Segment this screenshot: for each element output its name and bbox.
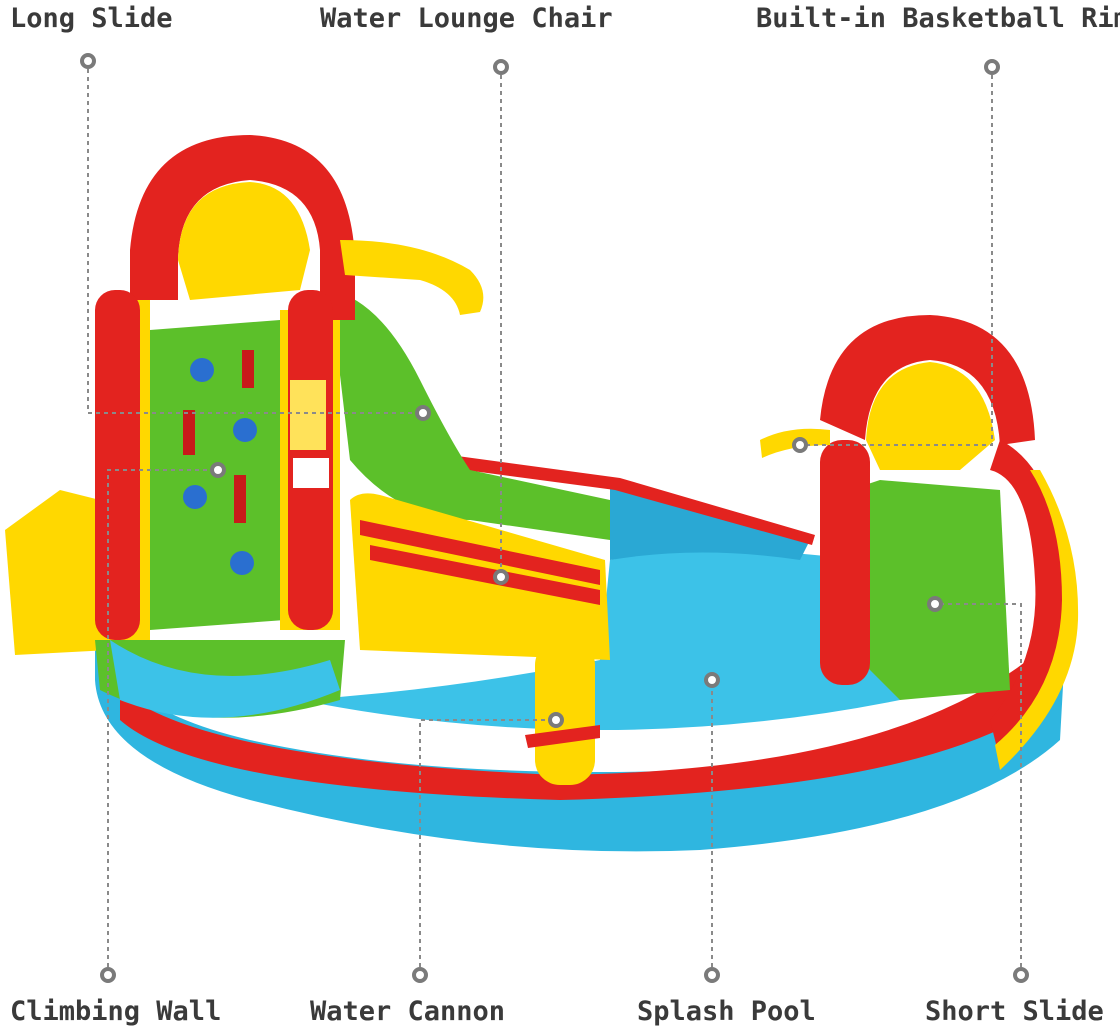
marker-dot [927,596,943,612]
leader-line-water-cannon [419,719,556,975]
marker-dot [1013,967,1029,983]
label-water-cannon: Water Cannon [310,996,506,1027]
leader-line-basketball-rim [800,67,993,446]
marker-dot [984,59,1000,75]
leader-line-short-slide [935,603,1022,975]
leader-markers [80,53,1029,983]
marker-dot [792,437,808,453]
label-climbing-wall: Climbing Wall [10,996,222,1027]
label-long-slide: Long Slide [10,3,173,34]
marker-dot [415,405,431,421]
label-water-lounge-chair: Water Lounge Chair [320,3,613,34]
label-short-slide: Short Slide [925,996,1104,1027]
splash-pool-shape [95,455,1065,852]
marker-dot [704,967,720,983]
marker-dot [704,672,720,688]
leader-line-long-slide [87,61,423,414]
leader-lines [87,61,1022,975]
marker-dot [412,967,428,983]
marker-dot [493,569,509,585]
water-lounge-chair-shape [350,493,610,660]
label-splash-pool: Splash Pool [637,996,816,1027]
right-tower-shape [760,315,1079,770]
marker-dot [493,59,509,75]
water-cannon-shape [525,640,600,785]
marker-dot [100,967,116,983]
marker-dot [80,53,96,69]
leader-line-climbing-wall [107,469,218,975]
long-slide-shape [5,290,610,655]
label-basketball-rim: Built-in Basketball Rim [756,3,1120,34]
marker-dot [548,712,564,728]
marker-dot [210,462,226,478]
